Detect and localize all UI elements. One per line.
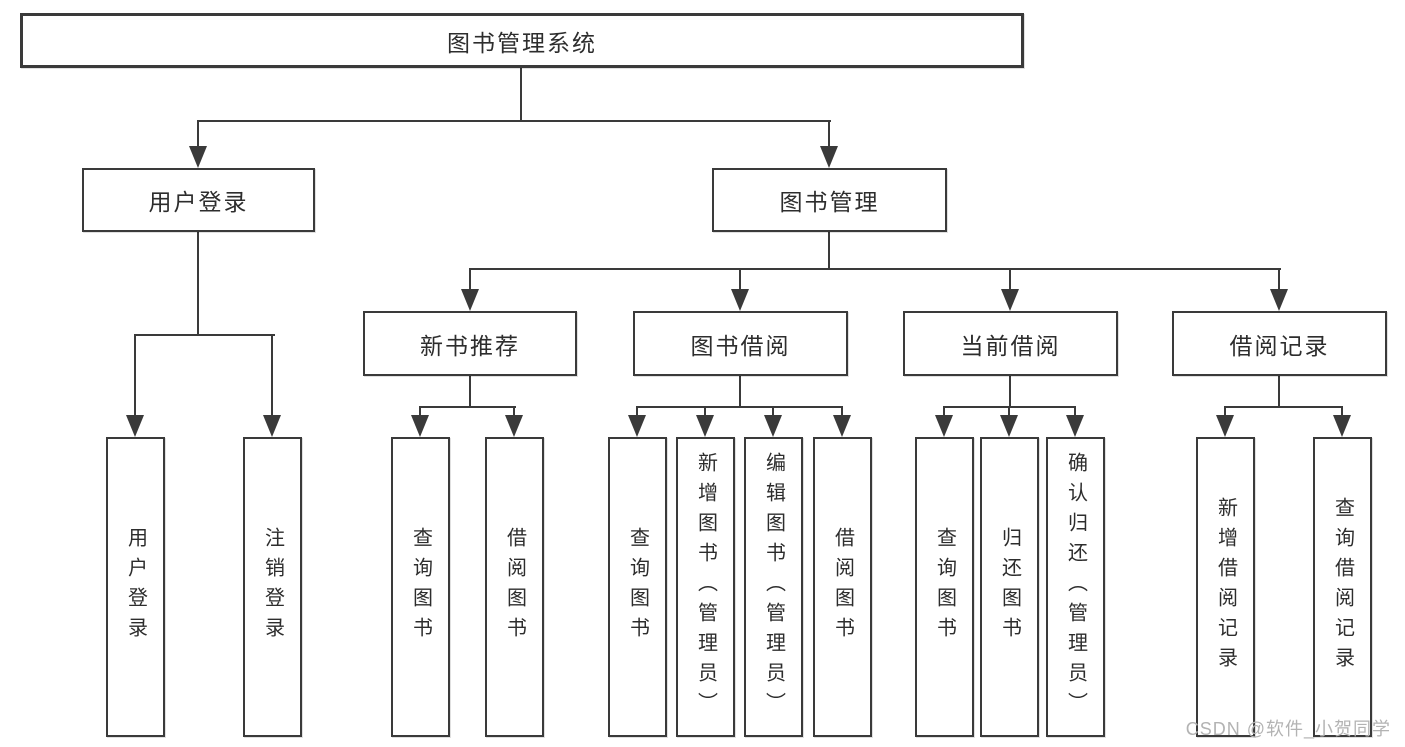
node-root-label: 图书管理系统 (447, 29, 597, 56)
arrow-down-icon (263, 415, 281, 437)
arrow-down-icon (1001, 289, 1019, 311)
leaf-query-borrow-record: 查询借阅记录 (1313, 437, 1372, 737)
arrow-down-icon (505, 415, 523, 437)
arrow-down-icon (1216, 415, 1234, 437)
leaf-return-book: 归还图书 (980, 437, 1039, 737)
leaf-query-books-recommend-label: 查询图书 (409, 527, 432, 647)
connector-drop-current-borrowing (1009, 268, 1011, 293)
connector-drop-user-login (197, 120, 199, 150)
arrow-down-icon (461, 289, 479, 311)
leaf-add-borrow-record: 新增借阅记录 (1196, 437, 1255, 737)
node-current-borrowing-label: 当前借阅 (960, 332, 1061, 359)
connector-stub (943, 406, 945, 420)
connector-borrowing-records-stem (1278, 376, 1280, 408)
connector-drop-borrowing-records (1278, 268, 1280, 293)
leaf-logout: 注销登录 (243, 437, 302, 737)
connector-stub (636, 406, 638, 420)
node-new-book-recommend-label: 新书推荐 (420, 332, 520, 359)
connector-stub (1008, 406, 1010, 420)
arrow-down-icon (628, 415, 646, 437)
leaf-query-books-current-label: 查询图书 (933, 527, 956, 647)
leaf-confirm-return-admin: 确认归还（管理员） (1046, 437, 1105, 737)
leaf-query-books-borrowing-label: 查询图书 (626, 527, 649, 647)
arrow-down-icon (833, 415, 851, 437)
connector-root-hline (197, 120, 831, 122)
node-borrowing-records-label: 借阅记录 (1229, 332, 1330, 359)
leaf-return-book-label: 归还图书 (998, 527, 1021, 647)
node-user-login-label: 用户登录 (148, 189, 249, 215)
node-user-login: 用户登录 (82, 168, 315, 232)
leaf-borrow-books-recommend: 借阅图书 (485, 437, 544, 737)
node-root: 图书管理系统 (20, 13, 1024, 68)
leaf-borrow-books-borrowing: 借阅图书 (813, 437, 872, 737)
connector-stub (419, 406, 421, 420)
node-book-management: 图书管理 (712, 168, 947, 232)
connector-drop-leaf-user-login (134, 334, 136, 419)
node-new-book-recommend: 新书推荐 (363, 311, 577, 376)
arrow-down-icon (731, 289, 749, 311)
connector-stub (841, 406, 843, 420)
leaf-query-books-current: 查询图书 (915, 437, 974, 737)
connector-book-borrowing-stem (739, 376, 741, 408)
watermark: CSDN @软件_小贺同学 (1185, 719, 1391, 739)
arrow-down-icon (764, 415, 782, 437)
leaf-borrow-books-recommend-label: 借阅图书 (503, 527, 526, 647)
arrow-down-icon (820, 146, 838, 168)
connector-book-management-hline (469, 268, 1281, 270)
connector-drop-book-borrowing (739, 268, 741, 293)
connector-stub (1074, 406, 1076, 420)
arrow-down-icon (411, 415, 429, 437)
connector-book-borrowing-hline (636, 406, 843, 408)
node-book-borrowing: 图书借阅 (633, 311, 848, 376)
leaf-logout-label: 注销登录 (261, 527, 284, 647)
connector-user-login-hline (134, 334, 275, 336)
leaf-add-borrow-record-label: 新增借阅记录 (1214, 497, 1237, 677)
leaf-add-book-admin-label: 新增图书（管理员） (694, 452, 717, 722)
connector-stub (513, 406, 515, 420)
leaf-add-book-admin: 新增图书（管理员） (676, 437, 735, 737)
leaf-query-borrow-record-label: 查询借阅记录 (1331, 497, 1354, 677)
connector-user-login-stem (197, 232, 199, 336)
connector-root-stem (520, 68, 522, 122)
arrow-down-icon (126, 415, 144, 437)
connector-drop-book-management (828, 120, 830, 150)
connector-drop-leaf-logout (271, 334, 273, 419)
leaf-user-login-label: 用户登录 (124, 527, 147, 647)
connector-drop-new-book (469, 268, 471, 293)
node-current-borrowing: 当前借阅 (903, 311, 1118, 376)
arrow-down-icon (935, 415, 953, 437)
leaf-query-books-borrowing: 查询图书 (608, 437, 667, 737)
arrow-down-icon (1000, 415, 1018, 437)
connector-new-book-stem (469, 376, 471, 408)
connector-stub (1341, 406, 1343, 420)
connector-borrowing-records-hline (1224, 406, 1343, 408)
connector-stub (772, 406, 774, 420)
leaf-borrow-books-borrowing-label: 借阅图书 (831, 527, 854, 647)
leaf-edit-book-admin-label: 编辑图书（管理员） (762, 452, 785, 722)
connector-stub (704, 406, 706, 420)
arrow-down-icon (1333, 415, 1351, 437)
node-book-borrowing-label: 图书借阅 (690, 332, 791, 359)
arrow-down-icon (1270, 289, 1288, 311)
connector-new-book-hline (419, 406, 516, 408)
arrow-down-icon (696, 415, 714, 437)
node-borrowing-records: 借阅记录 (1172, 311, 1387, 376)
connector-book-management-stem (828, 232, 830, 270)
leaf-confirm-return-admin-label: 确认归还（管理员） (1064, 452, 1087, 722)
leaf-edit-book-admin: 编辑图书（管理员） (744, 437, 803, 737)
connector-stub (1224, 406, 1226, 420)
arrow-down-icon (1066, 415, 1084, 437)
leaf-query-books-recommend: 查询图书 (391, 437, 450, 737)
node-book-management-label: 图书管理 (779, 189, 880, 215)
leaf-user-login: 用户登录 (106, 437, 165, 737)
arrow-down-icon (189, 146, 207, 168)
connector-current-borrowing-stem (1009, 376, 1011, 408)
